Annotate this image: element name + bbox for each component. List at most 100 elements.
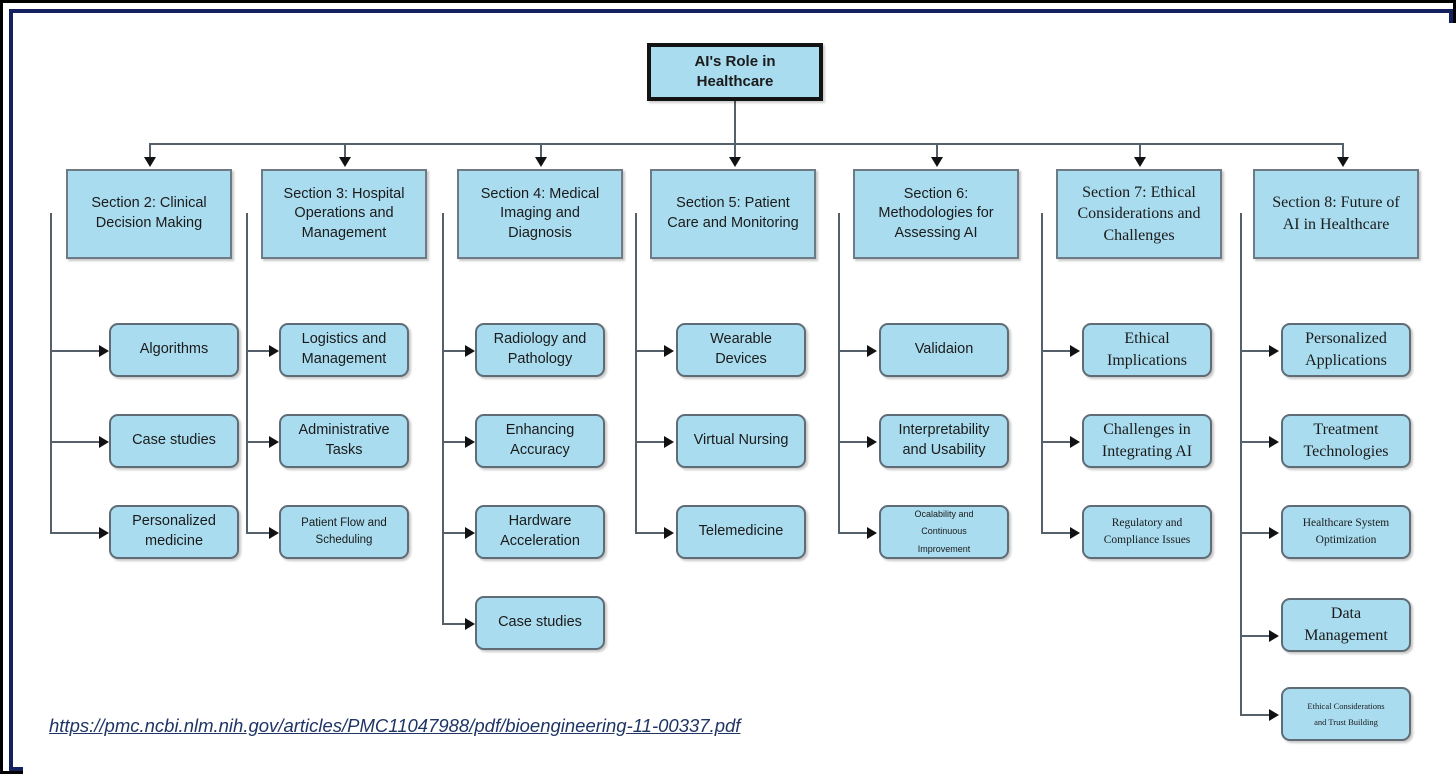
node-section-3-child-2[interactable]: Patient Flow and Scheduling — [279, 505, 409, 559]
arrowhead-section-6-child-0 — [867, 345, 877, 357]
node-section-2-child-1[interactable]: Case studies — [109, 414, 239, 468]
node-section-3-child-0[interactable]: Logistics and Management — [279, 323, 409, 377]
connector-section-5-child-1 — [635, 441, 667, 443]
arrowhead-section-5 — [729, 157, 741, 167]
connector-drop-section-6 — [936, 143, 938, 159]
node-section-8-child-4[interactable]: Ethical Considerations and Trust Buildin… — [1281, 687, 1411, 741]
connector-section-2-child-1 — [50, 441, 102, 443]
arrowhead-section-5-child-0 — [664, 345, 674, 357]
spine-section-2 — [50, 213, 52, 533]
connector-root-stem — [734, 101, 736, 143]
node-section-4-child-3[interactable]: Case studies — [475, 596, 605, 650]
node-section-5[interactable]: Section 5: Patient Care and Monitoring — [650, 169, 816, 259]
connector-drop-section-8 — [1342, 143, 1344, 159]
arrowhead-section-4-child-3 — [465, 618, 475, 630]
arrowhead-section-4-child-0 — [465, 345, 475, 357]
connector-section-3-child-0 — [246, 350, 272, 352]
connector-distribution-bus — [149, 143, 1342, 145]
node-section-7-child-2[interactable]: Regulatory and Compliance Issues — [1082, 505, 1212, 559]
connector-drop-section-7 — [1139, 143, 1141, 159]
node-section-8-child-0[interactable]: Personalized Applications — [1281, 323, 1411, 377]
node-section-5-child-1[interactable]: Virtual Nursing — [676, 414, 806, 468]
connector-section-6-child-1 — [838, 441, 870, 443]
connector-section-3-child-2 — [246, 532, 272, 534]
node-section-4-child-3-label: Case studies — [498, 614, 582, 631]
connector-section-3-child-1 — [246, 441, 272, 443]
connector-section-5-child-0 — [635, 350, 667, 352]
arrowhead-section-4 — [535, 157, 547, 167]
node-section-4-child-2-label: Hardware Acceleration — [500, 513, 580, 549]
spine-section-7 — [1041, 213, 1043, 533]
node-section-2[interactable]: Section 2: Clinical Decision Making — [66, 169, 232, 259]
node-section-7-child-2-label: Regulatory and Compliance Issues — [1103, 517, 1191, 546]
node-section-3-child-0-label: Logistics and Management — [301, 331, 387, 367]
node-root-ais-role-in-healthcare[interactable]: AI's Role in Healthcare — [647, 43, 823, 101]
arrowhead-section-5-child-1 — [664, 436, 674, 448]
connector-section-8-child-2 — [1240, 532, 1272, 534]
arrowhead-section-8-child-1 — [1269, 436, 1279, 448]
node-section-5-child-2[interactable]: Telemedicine — [676, 505, 806, 559]
node-section-3-child-2-label: Patient Flow and Scheduling — [301, 517, 387, 546]
node-section-8-child-2[interactable]: Healthcare System Optimization — [1281, 505, 1411, 559]
connector-section-7-child-0 — [1041, 350, 1073, 352]
connector-drop-section-4 — [540, 143, 542, 159]
arrowhead-section-3 — [339, 157, 351, 167]
arrowhead-section-7-child-1 — [1070, 436, 1080, 448]
connector-section-7-child-2 — [1041, 532, 1073, 534]
node-section-2-child-0-label: Algorithms — [139, 341, 209, 358]
spine-section-3 — [246, 213, 248, 533]
arrowhead-section-8-child-2 — [1269, 527, 1279, 539]
connector-section-2-child-0 — [50, 350, 102, 352]
arrowhead-section-2-child-0 — [99, 345, 109, 357]
connector-section-5-child-2 — [635, 532, 667, 534]
node-section-4[interactable]: Section 4: Medical Imaging and Diagnosis — [457, 169, 623, 259]
connector-section-4-child-3 — [442, 623, 468, 625]
arrowhead-section-6 — [931, 157, 943, 167]
arrowhead-section-4-child-2 — [465, 527, 475, 539]
node-section-4-child-2[interactable]: Hardware Acceleration — [475, 505, 605, 559]
node-section-8-child-1-label: Treatment Technologies — [1303, 421, 1389, 460]
connector-section-8-child-4 — [1240, 714, 1272, 716]
arrowhead-section-3-child-2 — [269, 527, 279, 539]
node-section-8-child-3[interactable]: Data Management — [1281, 598, 1411, 652]
node-section-8-child-1[interactable]: Treatment Technologies — [1281, 414, 1411, 468]
node-section-4-child-1[interactable]: Enhancing Accuracy — [475, 414, 605, 468]
connector-section-7-child-1 — [1041, 441, 1073, 443]
connector-section-6-child-0 — [838, 350, 870, 352]
connector-drop-section-3 — [344, 143, 346, 159]
node-section-5-label: Section 5: Patient Care and Monitoring — [667, 195, 799, 231]
node-section-3-child-1-label: Administrative Tasks — [298, 422, 390, 458]
spine-section-8 — [1240, 213, 1242, 715]
node-section-2-label: Section 2: Clinical Decision Making — [91, 195, 207, 231]
arrowhead-section-5-child-2 — [664, 527, 674, 539]
arrowhead-section-6-child-2 — [867, 527, 877, 539]
node-section-8[interactable]: Section 8: Future of AI in Healthcare — [1253, 169, 1419, 259]
node-section-7-child-1[interactable]: Challenges in Integrating AI — [1082, 414, 1212, 468]
node-section-3-child-1[interactable]: Administrative Tasks — [279, 414, 409, 468]
arrowhead-section-8 — [1337, 157, 1349, 167]
arrowhead-section-2 — [144, 157, 156, 167]
node-section-2-child-0[interactable]: Algorithms — [109, 323, 239, 377]
node-section-3[interactable]: Section 3: Hospital Operations and Manag… — [261, 169, 427, 259]
node-section-5-child-0[interactable]: Wearable Devices — [676, 323, 806, 377]
node-section-7-child-0-label: Ethical Implications — [1107, 330, 1187, 369]
node-section-6[interactable]: Section 6: Methodologies for Assessing A… — [853, 169, 1019, 259]
diagram-canvas: AI's Role in Healthcare Sect — [23, 23, 1456, 777]
node-section-6-child-0-label: Validaion — [914, 341, 974, 358]
node-section-6-child-0[interactable]: Validaion — [879, 323, 1009, 377]
node-section-7-child-0[interactable]: Ethical Implications — [1082, 323, 1212, 377]
arrowhead-section-8-child-0 — [1269, 345, 1279, 357]
node-section-6-child-1[interactable]: Interpretability and Usability — [879, 414, 1009, 468]
node-section-7[interactable]: Section 7: Ethical Considerations and Ch… — [1056, 169, 1222, 259]
arrowhead-section-8-child-4 — [1269, 709, 1279, 721]
node-section-4-child-0[interactable]: Radiology and Pathology — [475, 323, 605, 377]
arrowhead-section-3-child-0 — [269, 345, 279, 357]
source-url-link[interactable]: https://pmc.ncbi.nlm.nih.gov/articles/PM… — [49, 715, 741, 736]
connector-section-6-child-2 — [838, 532, 870, 534]
node-section-5-child-0-label: Wearable Devices — [710, 331, 772, 367]
node-section-2-child-1-label: Case studies — [132, 432, 216, 449]
connector-section-8-child-0 — [1240, 350, 1272, 352]
node-section-6-child-2[interactable]: Ocalability and Continuous Improvement — [879, 505, 1009, 559]
node-section-2-child-2[interactable]: Personalized medicine — [109, 505, 239, 559]
